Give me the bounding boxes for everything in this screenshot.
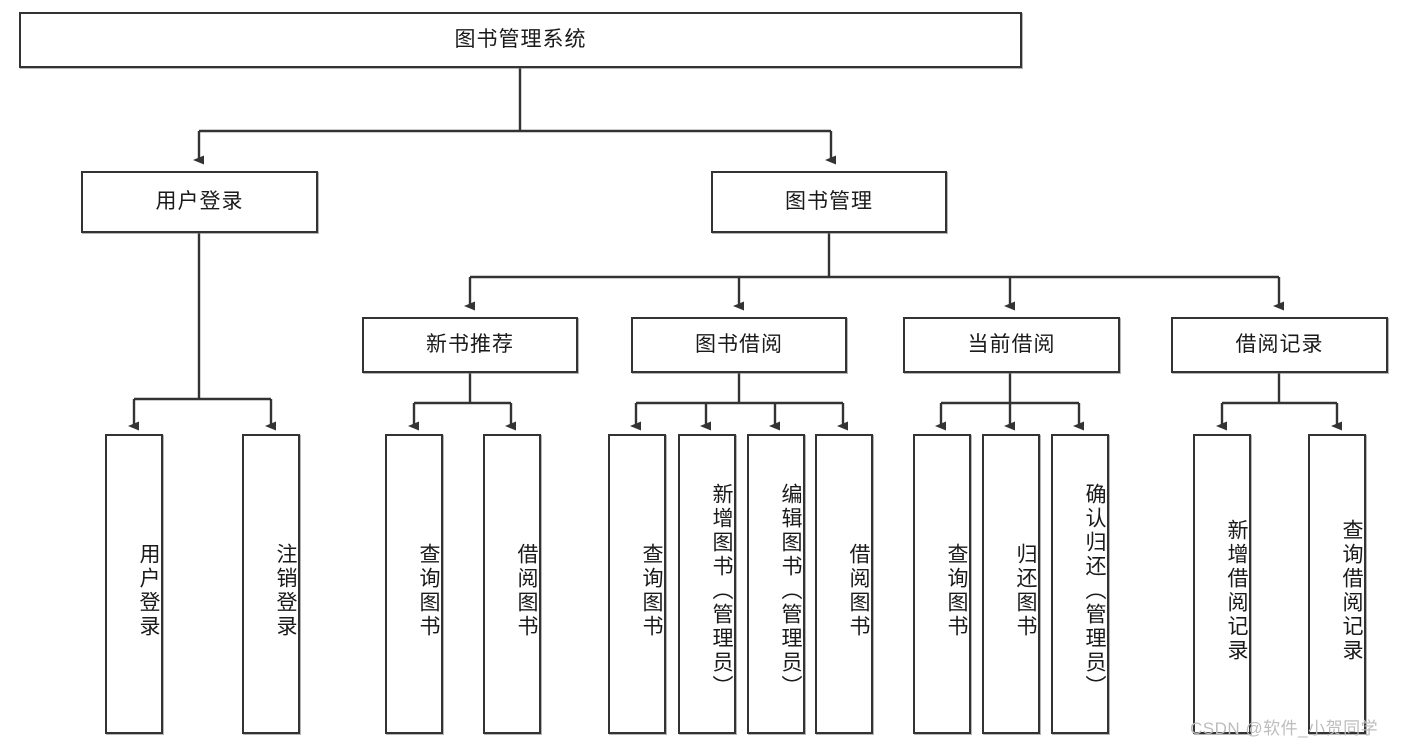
node-user-login[interactable]: 用户登录 [81,171,318,233]
node-root-label: 图书管理系统 [454,28,587,52]
node-user-login-label: 用户登录 [155,190,244,214]
node-borrow-record-label: 借阅记录 [1235,333,1324,357]
node-leaf-add-record-label: 新增借阅记录 [1225,519,1248,663]
node-leaf-add-book-label: 新增图书（管理员） [710,483,733,699]
node-leaf-query-record[interactable]: 查询借阅记录 [1308,434,1366,734]
node-current-borrow[interactable]: 当前借阅 [903,317,1120,373]
watermark: CSDN @软件_小贺同学 [1190,719,1379,738]
node-leaf-user-login[interactable]: 用户登录 [105,434,163,734]
node-leaf-confirm-return-label: 确认归还（管理员） [1083,483,1106,699]
node-leaf-add-record[interactable]: 新增借阅记录 [1193,434,1251,734]
node-book-manage-label: 图书管理 [785,190,873,214]
node-leaf-borrow-book-2-label: 借阅图书 [847,543,870,639]
node-leaf-confirm-return[interactable]: 确认归还（管理员） [1051,434,1109,734]
node-book-borrow-label: 图书借阅 [695,333,783,357]
node-leaf-user-logout[interactable]: 注销登录 [242,434,300,734]
node-leaf-query-book-2-label: 查询图书 [640,543,663,639]
node-leaf-borrow-book-1-label: 借阅图书 [515,543,538,639]
node-leaf-return-book[interactable]: 归还图书 [982,434,1040,734]
node-leaf-edit-book[interactable]: 编辑图书（管理员） [747,434,805,734]
node-leaf-query-record-label: 查询借阅记录 [1340,519,1363,663]
node-leaf-return-book-label: 归还图书 [1014,543,1037,639]
node-leaf-query-book-2[interactable]: 查询图书 [608,434,666,734]
node-leaf-borrow-book-2[interactable]: 借阅图书 [815,434,873,734]
node-borrow-record[interactable]: 借阅记录 [1171,317,1388,373]
node-book-manage[interactable]: 图书管理 [711,171,947,233]
node-leaf-query-book-1[interactable]: 查询图书 [385,434,443,734]
node-leaf-query-book-1-label: 查询图书 [417,543,440,639]
node-leaf-query-book-3[interactable]: 查询图书 [913,434,971,734]
node-new-book-recommend-label: 新书推荐 [426,333,514,357]
node-book-borrow[interactable]: 图书借阅 [631,317,847,373]
node-current-borrow-label: 当前借阅 [967,333,1056,357]
node-leaf-borrow-book-1[interactable]: 借阅图书 [483,434,541,734]
node-leaf-add-book[interactable]: 新增图书（管理员） [678,434,736,734]
node-leaf-user-logout-label: 注销登录 [274,543,297,639]
node-new-book-recommend[interactable]: 新书推荐 [362,317,578,373]
node-leaf-user-login-label: 用户登录 [137,543,160,639]
node-leaf-query-book-3-label: 查询图书 [945,543,968,639]
node-leaf-edit-book-label: 编辑图书（管理员） [779,483,802,699]
node-root[interactable]: 图书管理系统 [19,12,1022,68]
